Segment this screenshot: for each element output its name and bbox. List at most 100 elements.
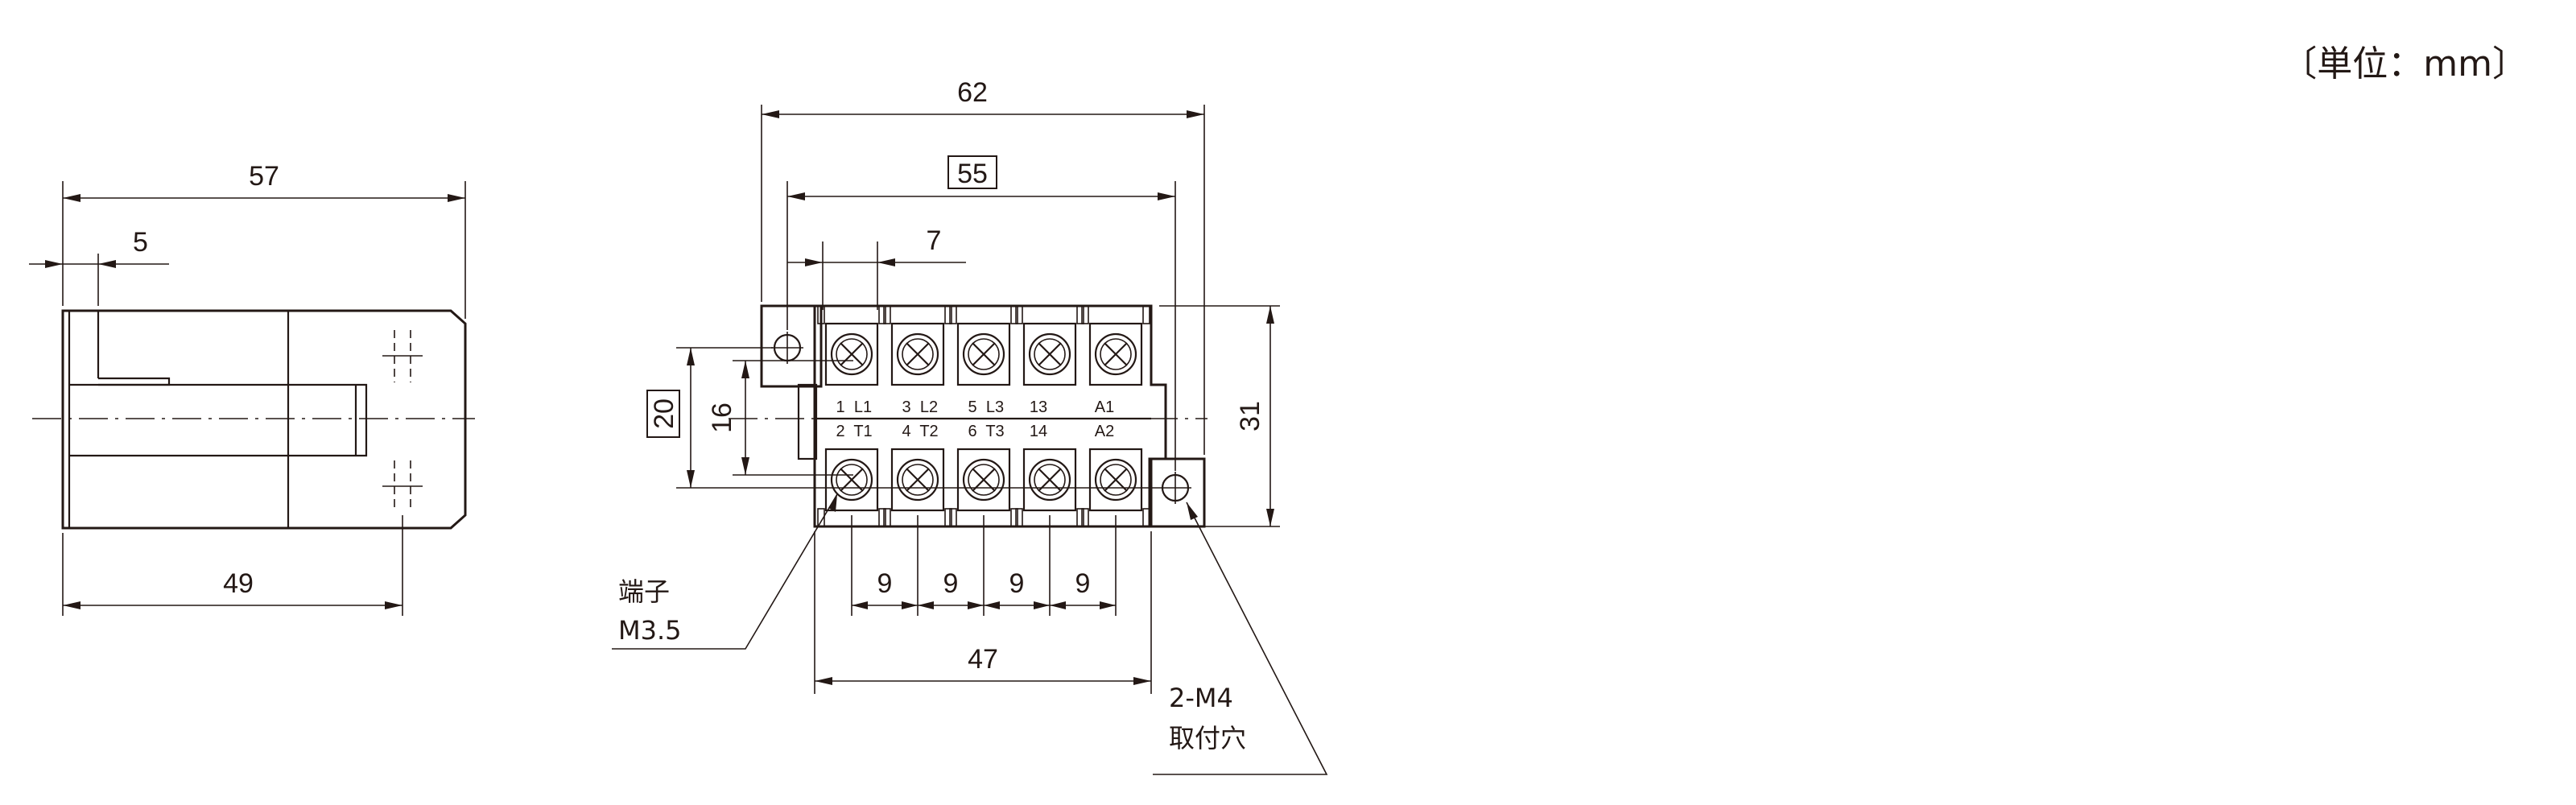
terminal-wall-top-r-3 [1076,305,1084,324]
terminal-wall-bottom-r-0 [878,508,886,527]
terminal-number-bottom-1: 4 [902,423,910,440]
terminal-top-4-slot-b [1104,342,1128,366]
side-body-outline [61,309,467,530]
terminal-wall-bottom-r-4 [1142,508,1150,527]
terminal-wall-top-r-0 [878,305,886,324]
terminal-top-2-slot-b [972,342,996,366]
terminal-number-bottom-4: A2 [1095,423,1114,440]
terminal-wall-bottom-r-2 [1010,508,1018,527]
side-rail [69,383,368,457]
terminal-bottom-1-washer [902,464,934,496]
terminal-number-top-4: A1 [1095,398,1114,416]
terminal-top-1-housing [890,322,945,386]
side-view: 57 5 49 [29,161,475,616]
terminal-top-1-head [896,332,939,376]
terminal-bottom-0-washer [836,464,868,496]
terminal-wall-top-4 [1081,305,1089,324]
side-hole-upper [382,330,423,382]
terminal-name-bottom-1: T2 [919,423,938,440]
dim-16: 16 [707,402,737,433]
terminal-top-3-head [1028,332,1071,376]
terminal-top-1-washer [902,338,934,370]
mount-hole-leader [1153,502,1328,775]
mount-hole-note-label: 取付穴 [1169,723,1246,753]
terminal-bottom-3-housing [1022,448,1077,512]
dim-5: 5 [133,227,148,258]
terminal-bottom-4-washer [1100,464,1132,496]
dim-55: 55 [957,159,988,189]
terminal-top-2-washer [968,338,1000,370]
terminal-wall-bottom-4 [1081,508,1089,527]
side-hole-lower [382,460,423,512]
dim-9-a: 9 [877,568,893,599]
front-body [813,304,1167,528]
dim-20-box [646,390,680,438]
unit-label: 〔単位：mm〕 [2281,43,2528,85]
terminal-wall-top-r-2 [1010,305,1018,324]
terminal-wall-bottom-2 [949,508,957,527]
terminal-note-size: M3.5 [618,615,682,646]
dim-9-b: 9 [943,568,959,599]
side-notch [98,377,171,386]
terminal-top-4-housing [1088,322,1143,386]
terminal-bottom-2-washer [968,464,1000,496]
dim-47: 47 [968,644,998,675]
terminal-name-top-0: L1 [854,398,872,416]
terminal-name-bottom-0: T1 [853,423,872,440]
terminal-bottom-1-head [896,458,939,502]
terminal-top-0-housing [824,322,879,386]
terminal-top-4-washer [1100,338,1132,370]
terminal-wall-top-3 [1015,305,1023,324]
mount-tab-left [760,304,823,388]
terminal-note-label: 端子 [618,576,670,607]
terminal-wall-top-0 [817,305,825,324]
terminal-wall-top-r-1 [944,305,952,324]
terminal-name-top-2: L3 [986,398,1004,416]
terminal-top-0-washer [836,338,868,370]
terminal-top-3-slot-b [1038,342,1062,366]
terminal-number-bottom-3: 14 [1030,423,1047,440]
terminal-wall-bottom-r-1 [944,508,952,527]
dim-7: 7 [927,225,942,256]
terminal-bottom-3-washer [1034,464,1066,496]
terminal-name-bottom-2: T3 [985,423,1004,440]
terminal-bottom-4-head [1094,458,1137,502]
terminal-name-top-1: L2 [920,398,938,416]
dim-9-c: 9 [1009,568,1025,599]
terminal-bottom-2-head [962,458,1005,502]
terminal-wall-bottom-1 [883,508,891,527]
terminal-bottom-2-housing [956,448,1011,512]
dim-62: 62 [957,77,988,108]
terminal-bottom-4-housing [1088,448,1143,512]
terminal-wall-top-1 [883,305,891,324]
dim-9-d: 9 [1075,568,1091,599]
terminal-leader [612,493,838,650]
terminal-top-2-head [962,332,1005,376]
terminal-bottom-1-housing [890,448,945,512]
terminal-wall-bottom-3 [1015,508,1023,527]
terminal-bottom-0-housing [824,448,879,512]
terminal-top-0-slot-b [840,342,864,366]
terminal-number-top-0: 1 [836,398,844,416]
mount-hole-note-size: 2-M4 [1169,683,1233,713]
terminal-number-top-2: 5 [968,398,976,416]
terminal-bottom-3-head [1028,458,1071,502]
terminal-wall-top-r-4 [1142,305,1150,324]
terminal-wall-bottom-0 [817,508,825,527]
dim-31: 31 [1235,401,1265,431]
dim-20: 20 [649,398,679,429]
terminal-top-4-head [1094,332,1137,376]
terminal-number-bottom-0: 2 [836,423,844,440]
terminal-number-top-3: 13 [1030,398,1047,416]
terminal-wall-top-2 [949,305,957,324]
dim-57: 57 [249,161,279,192]
terminal-top-3-housing [1022,322,1077,386]
terminal-top-2-housing [956,322,1011,386]
terminal-wall-bottom-r-3 [1076,508,1084,527]
terminal-bottom-0-head [830,458,873,502]
dim-55-box [947,155,997,189]
terminal-top-0-head [830,332,873,376]
